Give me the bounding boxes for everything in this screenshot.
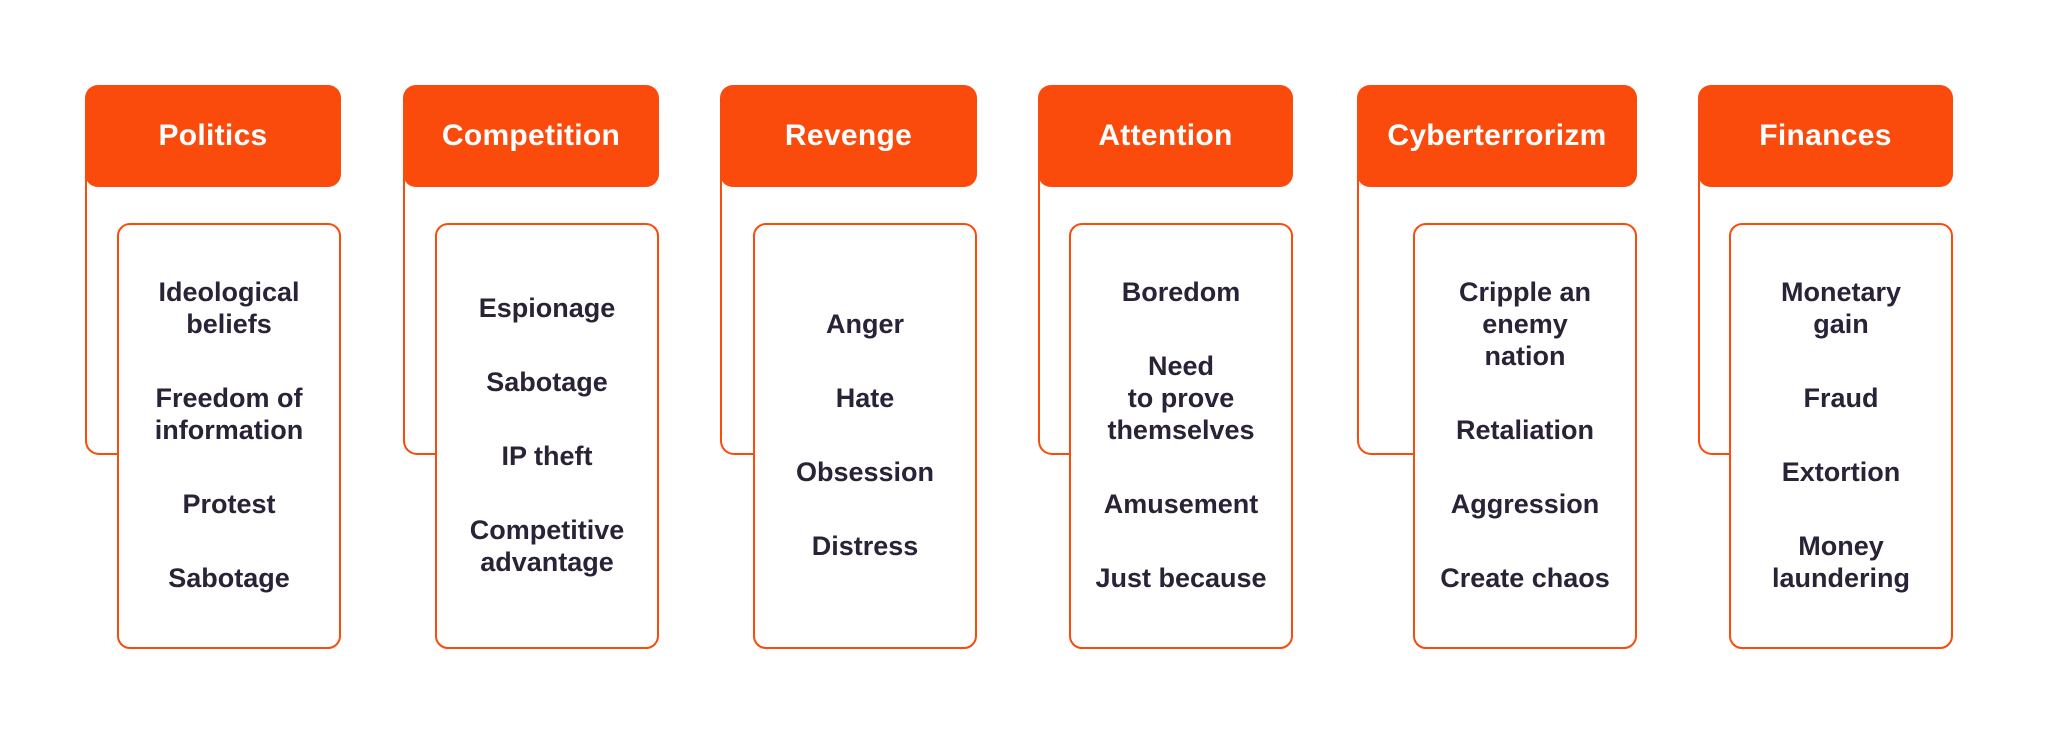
list-item: Cripple an enemy nation: [1458, 277, 1592, 372]
category-title: Competition: [441, 119, 621, 152]
list-item: Monetary gain: [1780, 277, 1902, 340]
connector-line: [403, 150, 441, 455]
list-item: Freedom of information: [154, 383, 304, 445]
category-header: Finances: [1698, 85, 1953, 187]
category-items-box: Ideological beliefs Freedom of informati…: [117, 223, 341, 649]
list-item: Create chaos: [1440, 562, 1610, 593]
category-header: Revenge: [720, 85, 977, 187]
list-item: Extortion: [1781, 457, 1901, 487]
category-title: Politics: [158, 119, 268, 152]
list-item: Money laundering: [1771, 530, 1910, 593]
list-item: Protest: [182, 488, 276, 519]
list-item: Sabotage: [168, 562, 290, 593]
category-items-box: Anger Hate Obsession Distress: [753, 223, 977, 649]
list-item: Espionage: [478, 293, 616, 324]
list-item: Hate: [835, 383, 895, 414]
list-item: Obsession: [795, 457, 935, 487]
list-item: Sabotage: [486, 367, 608, 398]
connector-line: [1038, 150, 1075, 455]
list-item: Distress: [811, 530, 919, 561]
list-item: Just because: [1095, 562, 1267, 593]
connector-line: [85, 150, 123, 455]
category-title: Attention: [1098, 119, 1233, 152]
category-title: Cyberterrorizm: [1387, 119, 1607, 152]
category-items-box: Boredom Need to prove themselves Amuseme…: [1069, 223, 1293, 649]
list-item: Anger: [825, 309, 904, 340]
list-item: IP theft: [501, 441, 593, 472]
list-item: Need to prove themselves: [1107, 351, 1255, 445]
list-item: Boredom: [1121, 277, 1241, 308]
list-item: Aggression: [1450, 488, 1600, 519]
category-header: Politics: [85, 85, 341, 187]
connector-line: [1698, 150, 1735, 455]
category-items-box: Cripple an enemy nation Retaliation Aggr…: [1413, 223, 1637, 649]
connector-line: [1357, 150, 1419, 455]
connector-line: [720, 150, 759, 455]
category-items-box: Espionage Sabotage IP theft Competitive …: [435, 223, 659, 649]
category-title: Finances: [1759, 119, 1892, 152]
category-title: Revenge: [784, 119, 913, 152]
list-item: Amusement: [1103, 488, 1259, 519]
category-header: Competition: [403, 85, 659, 187]
list-item: Ideological beliefs: [158, 277, 300, 340]
list-item: Retaliation: [1455, 415, 1595, 445]
list-item: Competitive advantage: [469, 514, 625, 577]
list-item: Fraud: [1803, 383, 1879, 414]
category-header: Cyberterrorizm: [1357, 85, 1637, 187]
category-items-box: Monetary gain Fraud Extortion Money laun…: [1729, 223, 1953, 649]
category-header: Attention: [1038, 85, 1293, 187]
